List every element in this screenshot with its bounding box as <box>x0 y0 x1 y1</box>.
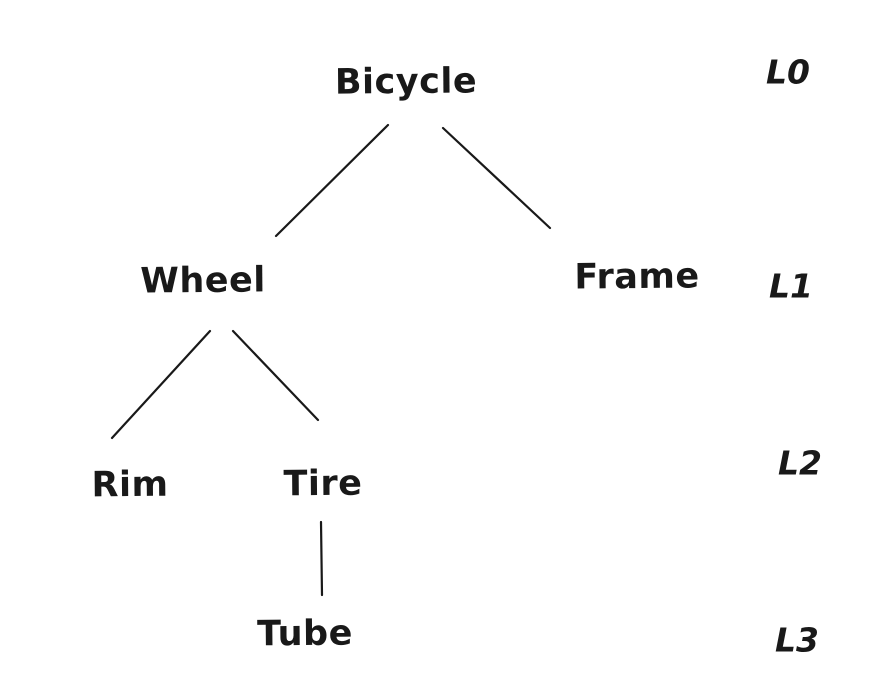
level-label-l3: L3 <box>775 620 819 660</box>
edge-bicycle-frame <box>441 126 552 230</box>
edge-wheel-tire <box>231 329 320 422</box>
level-label-l0: L0 <box>766 52 810 92</box>
level-label-l2: L2 <box>778 443 822 483</box>
edge-bicycle-wheel <box>274 123 390 238</box>
node-tire: Tire <box>283 463 363 505</box>
edge-tire-tube <box>319 520 324 597</box>
node-frame: Frame <box>574 256 700 298</box>
node-tube: Tube <box>256 613 354 655</box>
node-wheel: Wheel <box>140 260 266 302</box>
level-label-l1: L1 <box>769 266 813 306</box>
node-bicycle: Bicycle <box>334 61 478 103</box>
edge-wheel-rim <box>110 329 212 440</box>
node-rim: Rim <box>91 464 169 506</box>
